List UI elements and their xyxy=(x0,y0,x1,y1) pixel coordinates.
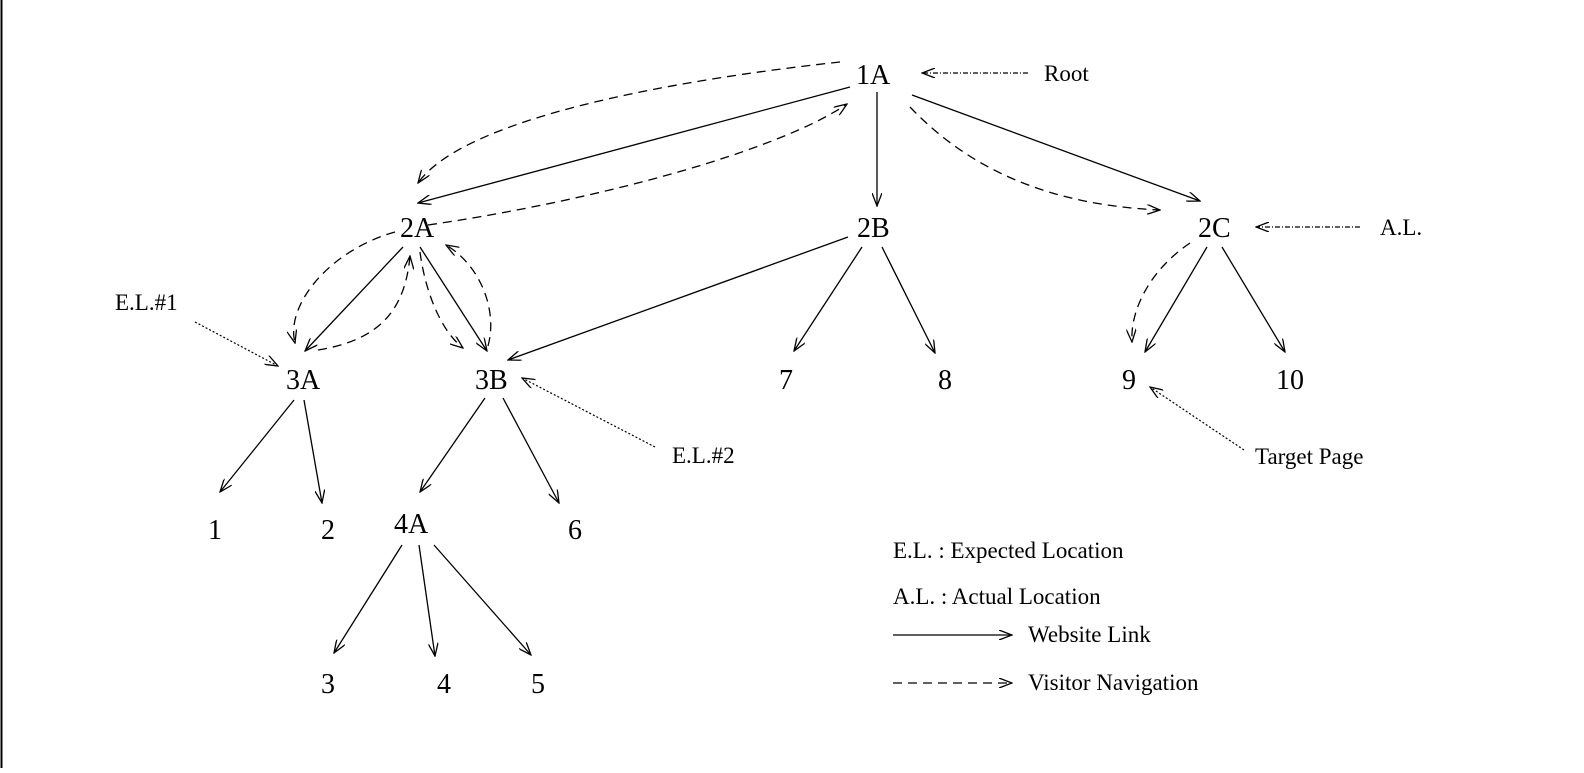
link-1A-2A xyxy=(418,86,851,203)
nav-1A-2C xyxy=(909,106,1160,210)
legend-actual-location: A.L. : Actual Location xyxy=(893,584,1101,609)
link-2A-3A xyxy=(305,246,404,351)
node-5: 5 xyxy=(531,669,545,700)
el2-pointer xyxy=(522,378,656,448)
link-2B-8 xyxy=(881,246,935,353)
legend-visitor-navigation: Visitor Navigation xyxy=(1028,670,1199,695)
node-3B: 3B xyxy=(475,365,508,396)
node-1A: 1A xyxy=(856,60,891,91)
el1-label: E.L.#1 xyxy=(115,290,178,315)
node-1: 1 xyxy=(208,515,222,546)
nav-1A-2A xyxy=(418,61,841,183)
nav-3B-2A xyxy=(446,245,492,347)
node-3: 3 xyxy=(321,669,335,700)
node-6: 6 xyxy=(568,515,582,546)
target-pointer xyxy=(1150,387,1245,451)
link-1A-2C xyxy=(911,94,1200,201)
link-2C-10 xyxy=(1221,246,1285,352)
link-2C-9 xyxy=(1145,246,1208,352)
node-4: 4 xyxy=(437,669,451,700)
nav-2C-9 xyxy=(1132,242,1191,342)
al-label: A.L. xyxy=(1380,215,1422,240)
legend: E.L. : Expected Location A.L. : Actual L… xyxy=(893,538,1199,695)
root-label: Root xyxy=(1044,61,1089,86)
el2-label: E.L.#2 xyxy=(672,443,735,468)
el1-pointer xyxy=(194,321,278,366)
node-2B: 2B xyxy=(857,213,890,244)
node-9: 9 xyxy=(1122,365,1136,396)
link-2A-3B xyxy=(419,246,487,351)
link-4A-3 xyxy=(334,544,403,653)
nav-2A-3B xyxy=(419,251,463,348)
link-3B-6 xyxy=(502,397,559,503)
nav-2A-3A xyxy=(294,231,396,343)
link-2B-3B xyxy=(508,236,849,360)
nav-2A-1A xyxy=(427,104,847,226)
link-4A-4 xyxy=(418,544,435,656)
node-7: 7 xyxy=(779,365,793,396)
node-8: 8 xyxy=(938,365,952,396)
nav-3A-2A xyxy=(317,256,410,351)
target-page-label: Target Page xyxy=(1255,444,1363,469)
node-10: 10 xyxy=(1276,365,1304,396)
link-3A-2 xyxy=(303,399,322,503)
legend-website-link: Website Link xyxy=(1028,622,1151,647)
link-3A-1 xyxy=(220,399,295,492)
link-4A-5 xyxy=(433,544,531,655)
legend-expected-location: E.L. : Expected Location xyxy=(893,538,1124,563)
link-3B-4A xyxy=(420,397,486,492)
node-2: 2 xyxy=(321,515,335,546)
link-2B-7 xyxy=(794,246,863,351)
node-2A: 2A xyxy=(400,213,435,244)
node-4A: 4A xyxy=(394,509,429,540)
node-2C: 2C xyxy=(1198,213,1231,244)
node-3A: 3A xyxy=(286,365,321,396)
